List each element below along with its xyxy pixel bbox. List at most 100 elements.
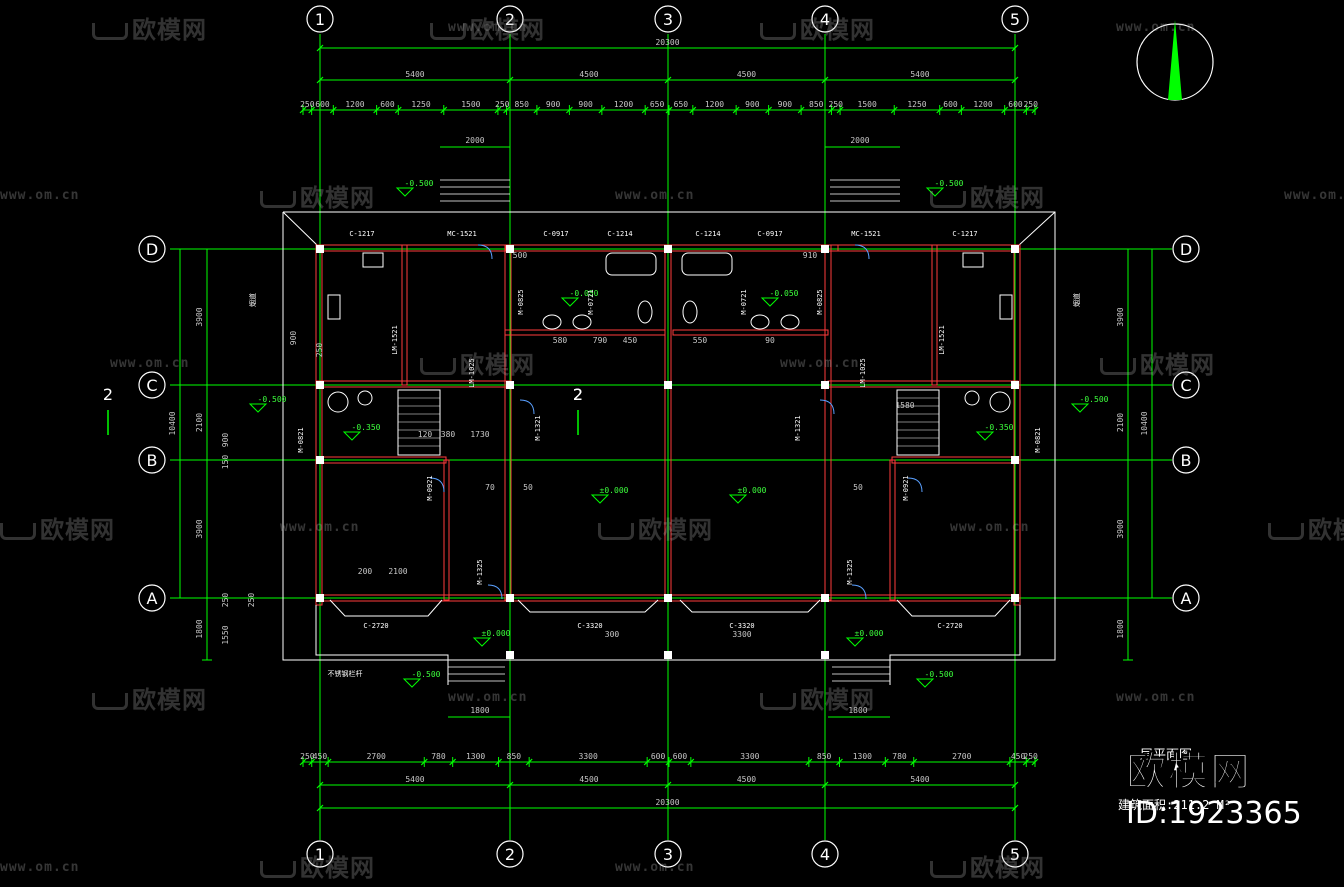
window-label: C-0917 [543, 230, 568, 238]
drawing-title: 层平面图 [1140, 748, 1193, 763]
left-main-label: 1800 [195, 619, 204, 638]
detail-bottom-slash [308, 758, 316, 766]
sub-dim-label: 150 [221, 455, 230, 470]
detail-top-slash [329, 106, 337, 114]
bay-bottom-label: 5400 [910, 775, 929, 784]
detail-top-slash [299, 106, 307, 114]
sub-dim-label: 1550 [221, 625, 230, 644]
bay-bottom-label: 5400 [405, 775, 424, 784]
level-marker-icon [560, 297, 580, 307]
column [316, 381, 324, 389]
column [664, 381, 672, 389]
misc-dim-label: 500 [513, 251, 528, 260]
tank-icon [964, 390, 980, 406]
dimension-lines [175, 43, 1157, 813]
detail-top-slash [689, 106, 697, 114]
basin-icon [572, 314, 592, 330]
level-label: -0.350 [985, 423, 1014, 432]
wall-segment [443, 459, 450, 601]
flue-note: 烟道 [248, 293, 257, 307]
bay-top-slash [506, 76, 514, 84]
detail-top-slash [565, 106, 573, 114]
door-label: M-0825 [816, 289, 824, 314]
detail-top-slash [533, 106, 541, 114]
axis-bubble-D [1172, 235, 1200, 263]
detail-top-label: 600 [943, 100, 958, 109]
bay-bottom-slash [664, 781, 672, 789]
detail-bottom-label: 450 [313, 752, 328, 761]
detail-bottom-slash [1031, 758, 1039, 766]
toilet-icon [682, 300, 698, 324]
detail-top-label: 600 [1008, 100, 1023, 109]
door-swing-icon [851, 584, 867, 600]
misc-dim-label: 300 [605, 630, 620, 639]
detail-top-label: 900 [578, 100, 593, 109]
bay-top-label: 4500 [737, 70, 756, 79]
misc-dim-label: 50 [523, 483, 533, 492]
axis-label-D: D [1180, 240, 1192, 259]
column [1011, 456, 1019, 464]
door-swing-icon [429, 477, 445, 493]
axis-label-2: 2 [505, 845, 515, 864]
railing-note: 不锈钢栏杆 [328, 669, 363, 678]
axis-label-A: A [1181, 589, 1192, 608]
misc-dim-label: 1580 [895, 401, 914, 410]
terrace-right [889, 605, 1021, 685]
level-label: -0.500 [258, 395, 287, 404]
level-label: -0.500 [412, 670, 441, 679]
level-marker-icon [915, 678, 935, 688]
detail-top-label: 250 [829, 100, 844, 109]
window-label: C-1217 [952, 230, 977, 238]
detail-top-slash [1031, 106, 1039, 114]
detail-bottom-label: 2700 [367, 752, 386, 761]
axis-label-B: B [1181, 451, 1192, 470]
stove-icon [999, 294, 1013, 320]
detail-top-label: 1200 [705, 100, 724, 109]
window-label: C-3320 [729, 622, 754, 630]
axis-label-5: 5 [1010, 10, 1020, 29]
bay-bottom-slash [1011, 781, 1019, 789]
detail-top-slash [308, 106, 316, 114]
axis-bubble-C [1172, 371, 1200, 399]
wall-segment [504, 329, 666, 336]
level-marker-icon [590, 494, 610, 504]
axis-label-2: 2 [505, 10, 515, 29]
level-label: ±0.000 [738, 486, 767, 495]
detail-bottom-label: 2700 [952, 752, 971, 761]
sub-dim-label: 900 [221, 433, 230, 448]
detail-bottom-slash [805, 758, 813, 766]
building-area: 建筑面积:211.2 M² [1118, 798, 1232, 812]
detail-top-label: 250 [1023, 100, 1038, 109]
detail-top-slash [890, 106, 898, 114]
door-label: LM-1025 [468, 358, 476, 388]
detail-top-slash [373, 106, 381, 114]
door-label: LM-1025 [859, 358, 867, 388]
axis-bubble-5 [1001, 840, 1029, 868]
walls [282, 179, 1056, 685]
level-marker-icon [1070, 403, 1090, 413]
level-label: -0.500 [1080, 395, 1109, 404]
axis-bubble-3 [654, 5, 682, 33]
column [664, 594, 672, 602]
column [316, 594, 324, 602]
door-label: M-1321 [794, 415, 802, 440]
bay-window [896, 599, 1011, 617]
axis-bubble-3 [654, 840, 682, 868]
axis-bubble-2 [496, 5, 524, 33]
detail-top-slash [732, 106, 740, 114]
column [821, 651, 829, 659]
level-label: ±0.000 [600, 486, 629, 495]
overall-bottom-label: 20300 [655, 798, 679, 807]
detail-bottom-label: 850 [817, 752, 832, 761]
detail-top-slash [936, 106, 944, 114]
bay-bottom-slash [821, 781, 829, 789]
detail-bottom-slash [665, 758, 673, 766]
door-swing-icon [519, 399, 535, 415]
bay-top-label: 4500 [579, 70, 598, 79]
misc-dim-label: 50 [853, 483, 863, 492]
wall-segment [315, 380, 511, 388]
section-mark: 2 [103, 385, 113, 404]
misc-dim-label: 790 [593, 336, 608, 345]
detail-bottom-label: 1300 [853, 752, 872, 761]
